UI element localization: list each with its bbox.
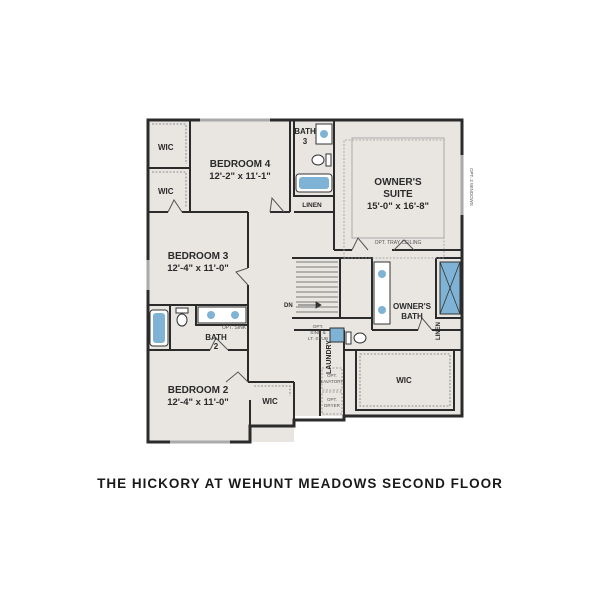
toilet-bath2-icon <box>175 307 189 327</box>
bedroom2-name: BEDROOM 2 <box>168 385 229 396</box>
bath2-name: BATH <box>205 333 227 342</box>
bedroom3-dims: 12'-4" x 11'-0" <box>167 263 229 274</box>
bedroom4-dims: 12'-2" x 11'-1" <box>209 171 271 182</box>
laundry-label: LAUNDRY <box>326 340 333 374</box>
toilet-owners-bath-icon <box>345 331 367 345</box>
wic-label-a: WIC <box>158 143 174 152</box>
toilet-bath3-icon <box>311 153 332 167</box>
owners-bath-name-line2: BATH <box>401 312 423 321</box>
owners-suite-name-line1: OWNER'S <box>374 177 422 188</box>
floor-area <box>148 120 462 442</box>
stairs-down-label: DN <box>284 303 293 309</box>
opt-sink-stub-line3: LT. STUB <box>308 336 328 342</box>
wic-label-b: WIC <box>158 187 174 196</box>
opt-sink-laundry-icon <box>329 327 345 343</box>
bath2-number: 2 <box>214 342 219 351</box>
vanity-bath2-icon <box>197 306 247 324</box>
floor-plan-caption: THE HICKORY AT WEHUNT MEADOWS SECOND FLO… <box>97 476 503 491</box>
linen-label-top: LINEN <box>302 202 322 209</box>
door-swings <box>167 196 433 383</box>
opt-lavatory-line1: OPT. <box>327 373 337 378</box>
opt-windows-note: OPT. 3 WINDOWS <box>469 168 474 206</box>
bath3-name: BATH <box>294 127 316 136</box>
bath3-number: 3 <box>303 137 308 146</box>
opt-sink-stub-line2: SINK & <box>310 330 327 336</box>
interior-walls <box>148 120 462 426</box>
linen-label-right: LINEN <box>436 322 442 340</box>
opt-sink-note: OPT. SINK <box>222 325 247 331</box>
stair-arrow-icon <box>298 301 322 309</box>
opt-dryer-line1: OPT. <box>327 397 337 402</box>
tray-ceiling-note: OPT. TRAY CEILING <box>375 240 422 246</box>
owners-suite-name-line2: SUITE <box>383 189 413 200</box>
owners-bath-name-line1: OWNER'S <box>393 302 432 311</box>
bedroom3-name: BEDROOM 3 <box>168 251 229 262</box>
wic-label-bedroom2: WIC <box>262 397 278 406</box>
shower-owners-bath-icon <box>439 261 461 315</box>
owner-wic-label: WIC <box>396 376 412 385</box>
bedroom4-name: BEDROOM 4 <box>210 159 271 170</box>
bedroom2-dims: 12'-4" x 11'-0" <box>167 397 229 408</box>
vanity-owners-bath-icon <box>373 261 391 325</box>
stair-treads <box>296 261 338 313</box>
bathtub-bath2-icon <box>149 309 169 347</box>
tray-ceiling-outline <box>351 137 445 239</box>
opt-lavatory-line2: LAVATORY <box>321 379 344 384</box>
owners-suite-dims: 15'-0" x 16'-8" <box>367 201 429 212</box>
window-marks <box>146 118 464 444</box>
bathtub-bath3-icon <box>295 173 333 193</box>
sink-bath3-icon <box>315 123 333 145</box>
opt-dryer-line2: DRYER <box>324 403 340 408</box>
opt-sink-stub-line1: OPT. <box>313 324 324 330</box>
